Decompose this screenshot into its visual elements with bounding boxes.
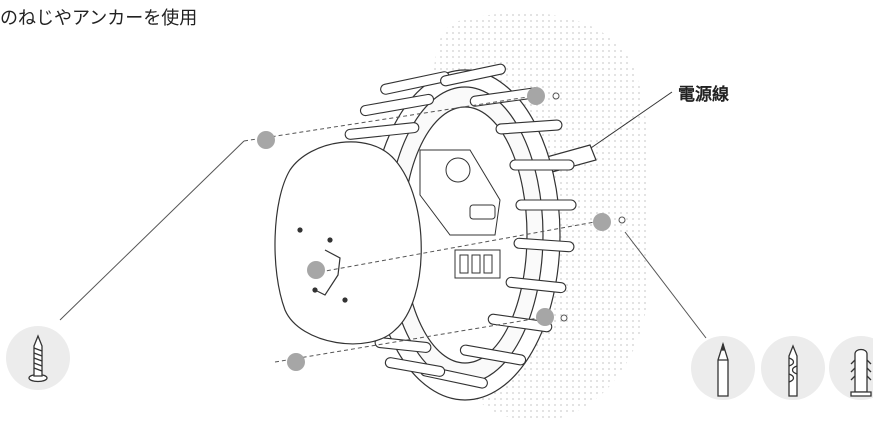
drill-bit-icon — [761, 336, 825, 400]
marker-dot — [287, 353, 305, 371]
wall-holes — [552, 92, 626, 322]
instruction-caption: のねじやアンカーを使用 — [0, 8, 198, 29]
marker-dots — [257, 87, 611, 371]
front-cover — [274, 141, 422, 345]
screw-leader — [59, 140, 245, 321]
marker-dot — [257, 131, 275, 149]
cooling-fins — [344, 63, 577, 389]
marker-dot — [307, 261, 325, 279]
marker-dot — [527, 87, 545, 105]
power-cable-label: 電源線 — [678, 85, 729, 105]
alignment-lines — [243, 95, 601, 363]
wiring-block — [419, 149, 501, 279]
pencil-icon — [691, 336, 755, 400]
tools-leader — [624, 231, 707, 339]
wall-anchor-icon — [829, 336, 873, 400]
marker-dot — [536, 308, 554, 326]
marker-dot — [593, 213, 611, 231]
screw-icon — [6, 326, 70, 390]
power-cable-leader — [587, 91, 673, 151]
